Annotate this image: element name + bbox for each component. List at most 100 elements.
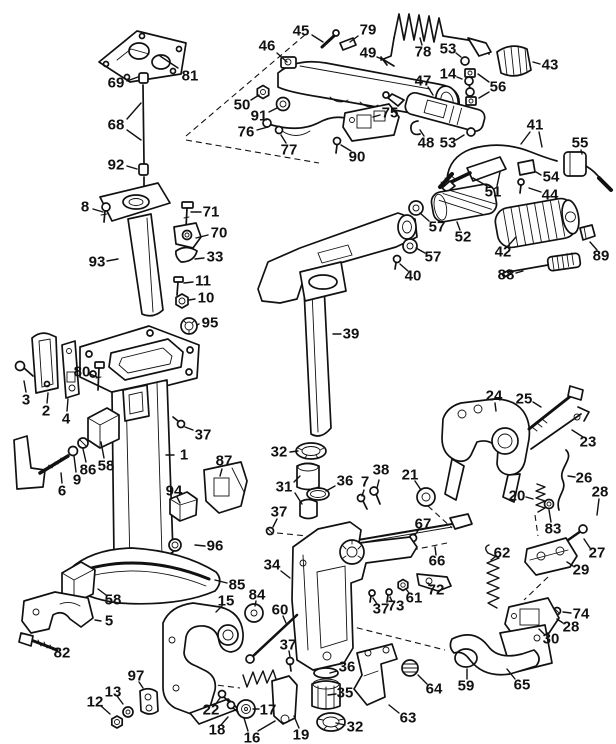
part-number-label: 92	[108, 157, 125, 174]
part-number-label: 69	[108, 75, 125, 92]
callout-55: 55	[572, 135, 588, 155]
part-94-block	[169, 491, 198, 522]
leader-line	[327, 693, 337, 696]
leader-line	[349, 35, 359, 43]
part-61-nut	[397, 578, 409, 592]
part-number-label: 62	[494, 545, 511, 562]
callout-28: 28	[592, 484, 608, 516]
part-54-plate	[517, 159, 536, 176]
part-26-link-wire	[557, 449, 570, 511]
callout-14: 14	[440, 66, 463, 83]
leader-line	[535, 171, 542, 176]
leader-line	[280, 570, 291, 579]
part-80-stud	[94, 361, 105, 391]
callout-4: 4	[62, 398, 71, 428]
part-29-bracket	[524, 537, 578, 576]
leader-line	[214, 697, 221, 706]
leader-line	[184, 426, 194, 431]
leader-line	[250, 94, 260, 101]
callout-83: 83	[545, 509, 561, 538]
leader-line	[419, 129, 425, 137]
part-83-nut	[543, 498, 555, 510]
callout-80: 80	[74, 364, 98, 381]
part-40-screw	[392, 254, 402, 270]
part-11-screw	[173, 276, 184, 296]
part-number-label: 46	[259, 38, 276, 55]
callout-6: 6	[58, 472, 66, 500]
leader-line	[106, 258, 119, 262]
callout-22: 22	[203, 697, 221, 719]
part-87-bracket	[203, 461, 248, 514]
part-number-label: 22	[203, 702, 220, 719]
callout-45: 45	[293, 23, 324, 43]
part-number-label: 53	[440, 135, 457, 152]
leader-line	[47, 646, 56, 651]
part-number-label: 74	[573, 606, 590, 623]
leader-line	[268, 107, 278, 113]
callout-71: 71	[190, 204, 219, 221]
callout-42: 42	[495, 236, 517, 261]
leader-line	[340, 144, 352, 152]
part-number-label: 40	[405, 268, 422, 285]
leader-line	[280, 134, 287, 144]
callout-49: 49	[360, 45, 385, 62]
callout-78: 78	[415, 37, 431, 61]
part-number-label: 76	[238, 124, 255, 141]
leader-line	[126, 129, 142, 141]
leader-line	[376, 479, 380, 489]
callout-40: 40	[399, 263, 422, 285]
part-number-label: 36	[337, 473, 354, 490]
part-number-label: 52	[455, 229, 472, 246]
leader-line	[405, 588, 410, 594]
leader-line	[220, 716, 229, 726]
leader-line	[289, 450, 299, 453]
callout-48: 48	[418, 129, 434, 152]
callout-60: 60	[272, 602, 288, 624]
callout-37: 37	[372, 597, 389, 618]
part-13-washer	[122, 706, 134, 718]
callout-77: 77	[280, 134, 297, 159]
part-31-sleeve	[296, 462, 320, 520]
part-59-ring	[454, 648, 478, 668]
leader-line	[288, 650, 291, 658]
callout-24: 24	[486, 388, 503, 412]
part-number-label: 85	[229, 577, 246, 594]
leader-line	[538, 628, 545, 635]
leader-line	[478, 91, 490, 99]
part-12-nut	[110, 715, 124, 729]
part-70-bracket	[173, 222, 202, 249]
part-number-label: 9	[73, 472, 81, 489]
part-number-label: 6	[58, 483, 66, 500]
part-35-bushing	[311, 678, 341, 710]
part-number-label: 8	[81, 199, 89, 216]
part-number-label: 20	[509, 488, 526, 505]
leader-line	[194, 257, 205, 260]
part-number-label: 59	[458, 678, 475, 695]
part-number-label: 89	[593, 248, 610, 265]
callout-19: 19	[293, 715, 309, 744]
callout-5: 5	[94, 613, 113, 630]
part-number-label: 87	[216, 453, 233, 470]
callout-37: 37	[184, 426, 211, 444]
part-number-label: 64	[426, 681, 443, 698]
callout-58: 58	[97, 588, 121, 609]
part-93-water-tube	[99, 182, 171, 317]
leader-line	[419, 212, 430, 222]
part-number-label: 34	[264, 557, 281, 574]
leader-line	[388, 704, 400, 714]
part-number-label: 53	[440, 41, 457, 58]
part-number-label: 51	[485, 184, 502, 201]
part-53-ball-a	[460, 56, 470, 66]
part-78-spring	[380, 13, 492, 61]
part-number-label: 68	[108, 117, 125, 134]
part-number-label: 3	[22, 392, 30, 409]
part-number-label: 33	[207, 249, 224, 266]
callout-89: 89	[589, 241, 610, 265]
callout-30: 30	[538, 628, 559, 648]
leader-line	[417, 674, 428, 685]
part-number-label: 31	[276, 479, 293, 496]
part-3-pin	[14, 360, 34, 377]
callout-86: 86	[80, 448, 96, 479]
